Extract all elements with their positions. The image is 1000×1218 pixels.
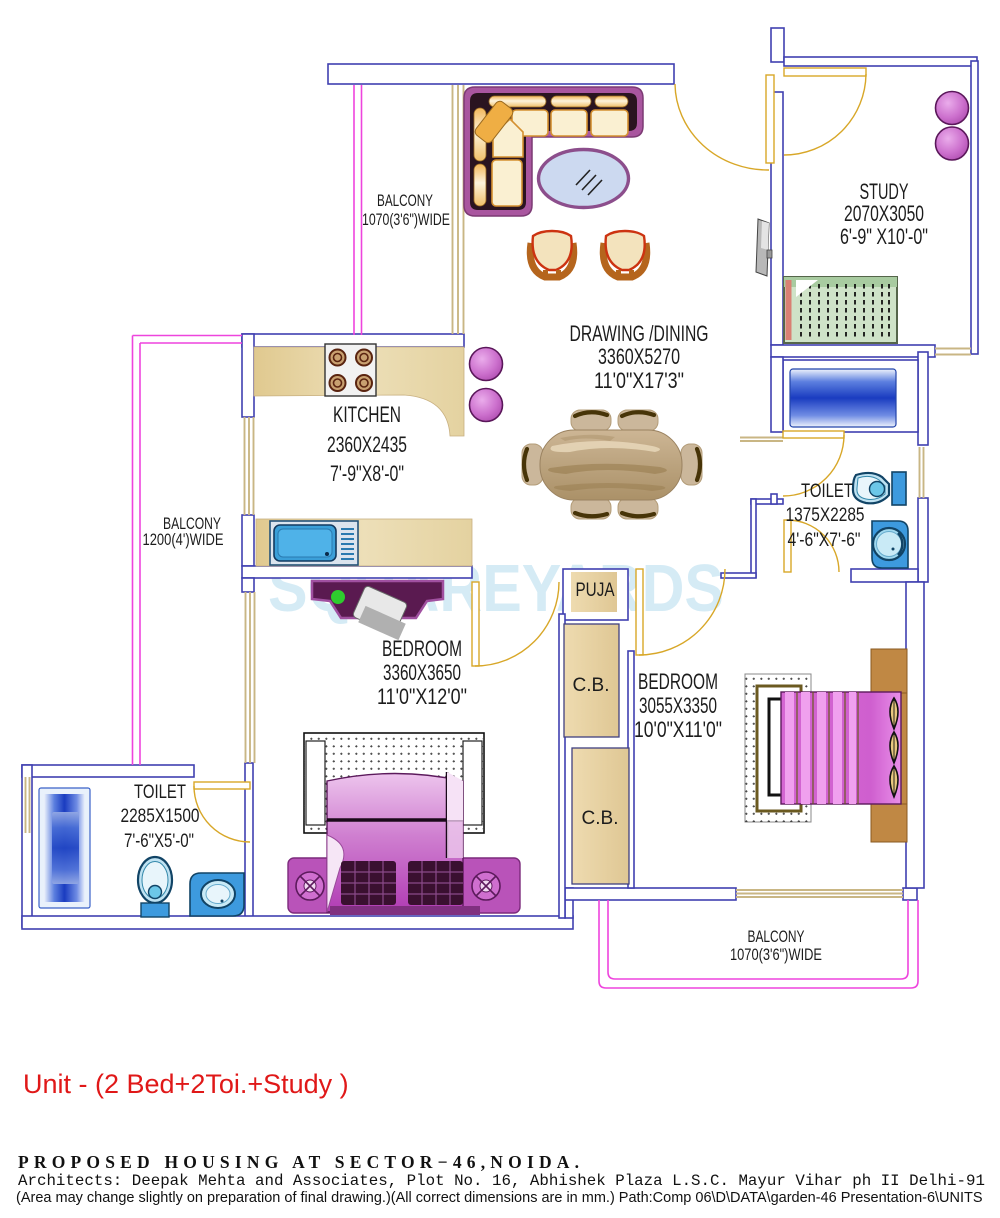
svg-text:DRAWING /DINING: DRAWING /DINING xyxy=(570,321,709,346)
svg-text:2285X1500: 2285X1500 xyxy=(121,806,200,827)
svg-text:3360X3650: 3360X3650 xyxy=(383,660,461,685)
svg-text:1070(3'6")WIDE: 1070(3'6")WIDE xyxy=(362,210,450,229)
svg-text:C.B.: C.B. xyxy=(582,808,619,829)
svg-text:2360X2435: 2360X2435 xyxy=(327,432,407,457)
svg-text:BEDROOM: BEDROOM xyxy=(382,636,462,661)
svg-text:3055X3350: 3055X3350 xyxy=(639,693,717,718)
svg-text:PUJA: PUJA xyxy=(576,580,615,601)
svg-text:BEDROOM: BEDROOM xyxy=(638,669,718,694)
svg-text:Architects: Deepak Mehta and A: Architects: Deepak Mehta and Associates,… xyxy=(18,1172,985,1190)
svg-text:TOILET: TOILET xyxy=(134,782,186,803)
svg-text:2070X3050: 2070X3050 xyxy=(844,201,924,226)
svg-text:(Area may change slightly on p: (Area may change slightly on preparation… xyxy=(16,1190,983,1206)
svg-text:1070(3'6")WIDE: 1070(3'6")WIDE xyxy=(730,945,822,964)
svg-text:11'0"X17'3": 11'0"X17'3" xyxy=(594,368,684,393)
svg-text:10'0"X11'0": 10'0"X11'0" xyxy=(634,717,722,742)
svg-text:BALCONY: BALCONY xyxy=(748,927,805,946)
svg-text:6'-9" X10'-0": 6'-9" X10'-0" xyxy=(840,224,928,249)
svg-text:BALCONY: BALCONY xyxy=(163,514,221,533)
svg-text:11'0"X12'0": 11'0"X12'0" xyxy=(377,684,467,709)
svg-text:1375X2285: 1375X2285 xyxy=(786,505,865,526)
svg-text:Unit - (2 Bed+2Toi.+Study ): Unit - (2 Bed+2Toi.+Study ) xyxy=(23,1069,349,1099)
svg-text:1200(4')WIDE: 1200(4')WIDE xyxy=(143,530,224,549)
svg-text:STUDY: STUDY xyxy=(860,179,909,204)
svg-text:4'-6"X7'-6": 4'-6"X7'-6" xyxy=(788,530,861,551)
svg-text:KITCHEN: KITCHEN xyxy=(333,402,401,427)
svg-text:7'-9"X8'-0": 7'-9"X8'-0" xyxy=(330,461,404,486)
svg-text:3360X5270: 3360X5270 xyxy=(598,344,680,369)
svg-text:TOILET: TOILET xyxy=(801,481,853,502)
svg-text:7'-6"X5'-0": 7'-6"X5'-0" xyxy=(124,831,194,852)
svg-text:C.B.: C.B. xyxy=(573,675,610,696)
svg-text:BALCONY: BALCONY xyxy=(377,191,433,210)
svg-text:PROPOSED HOUSING AT SECTOR−46,: PROPOSED HOUSING AT SECTOR−46,NOIDA. xyxy=(18,1152,584,1172)
